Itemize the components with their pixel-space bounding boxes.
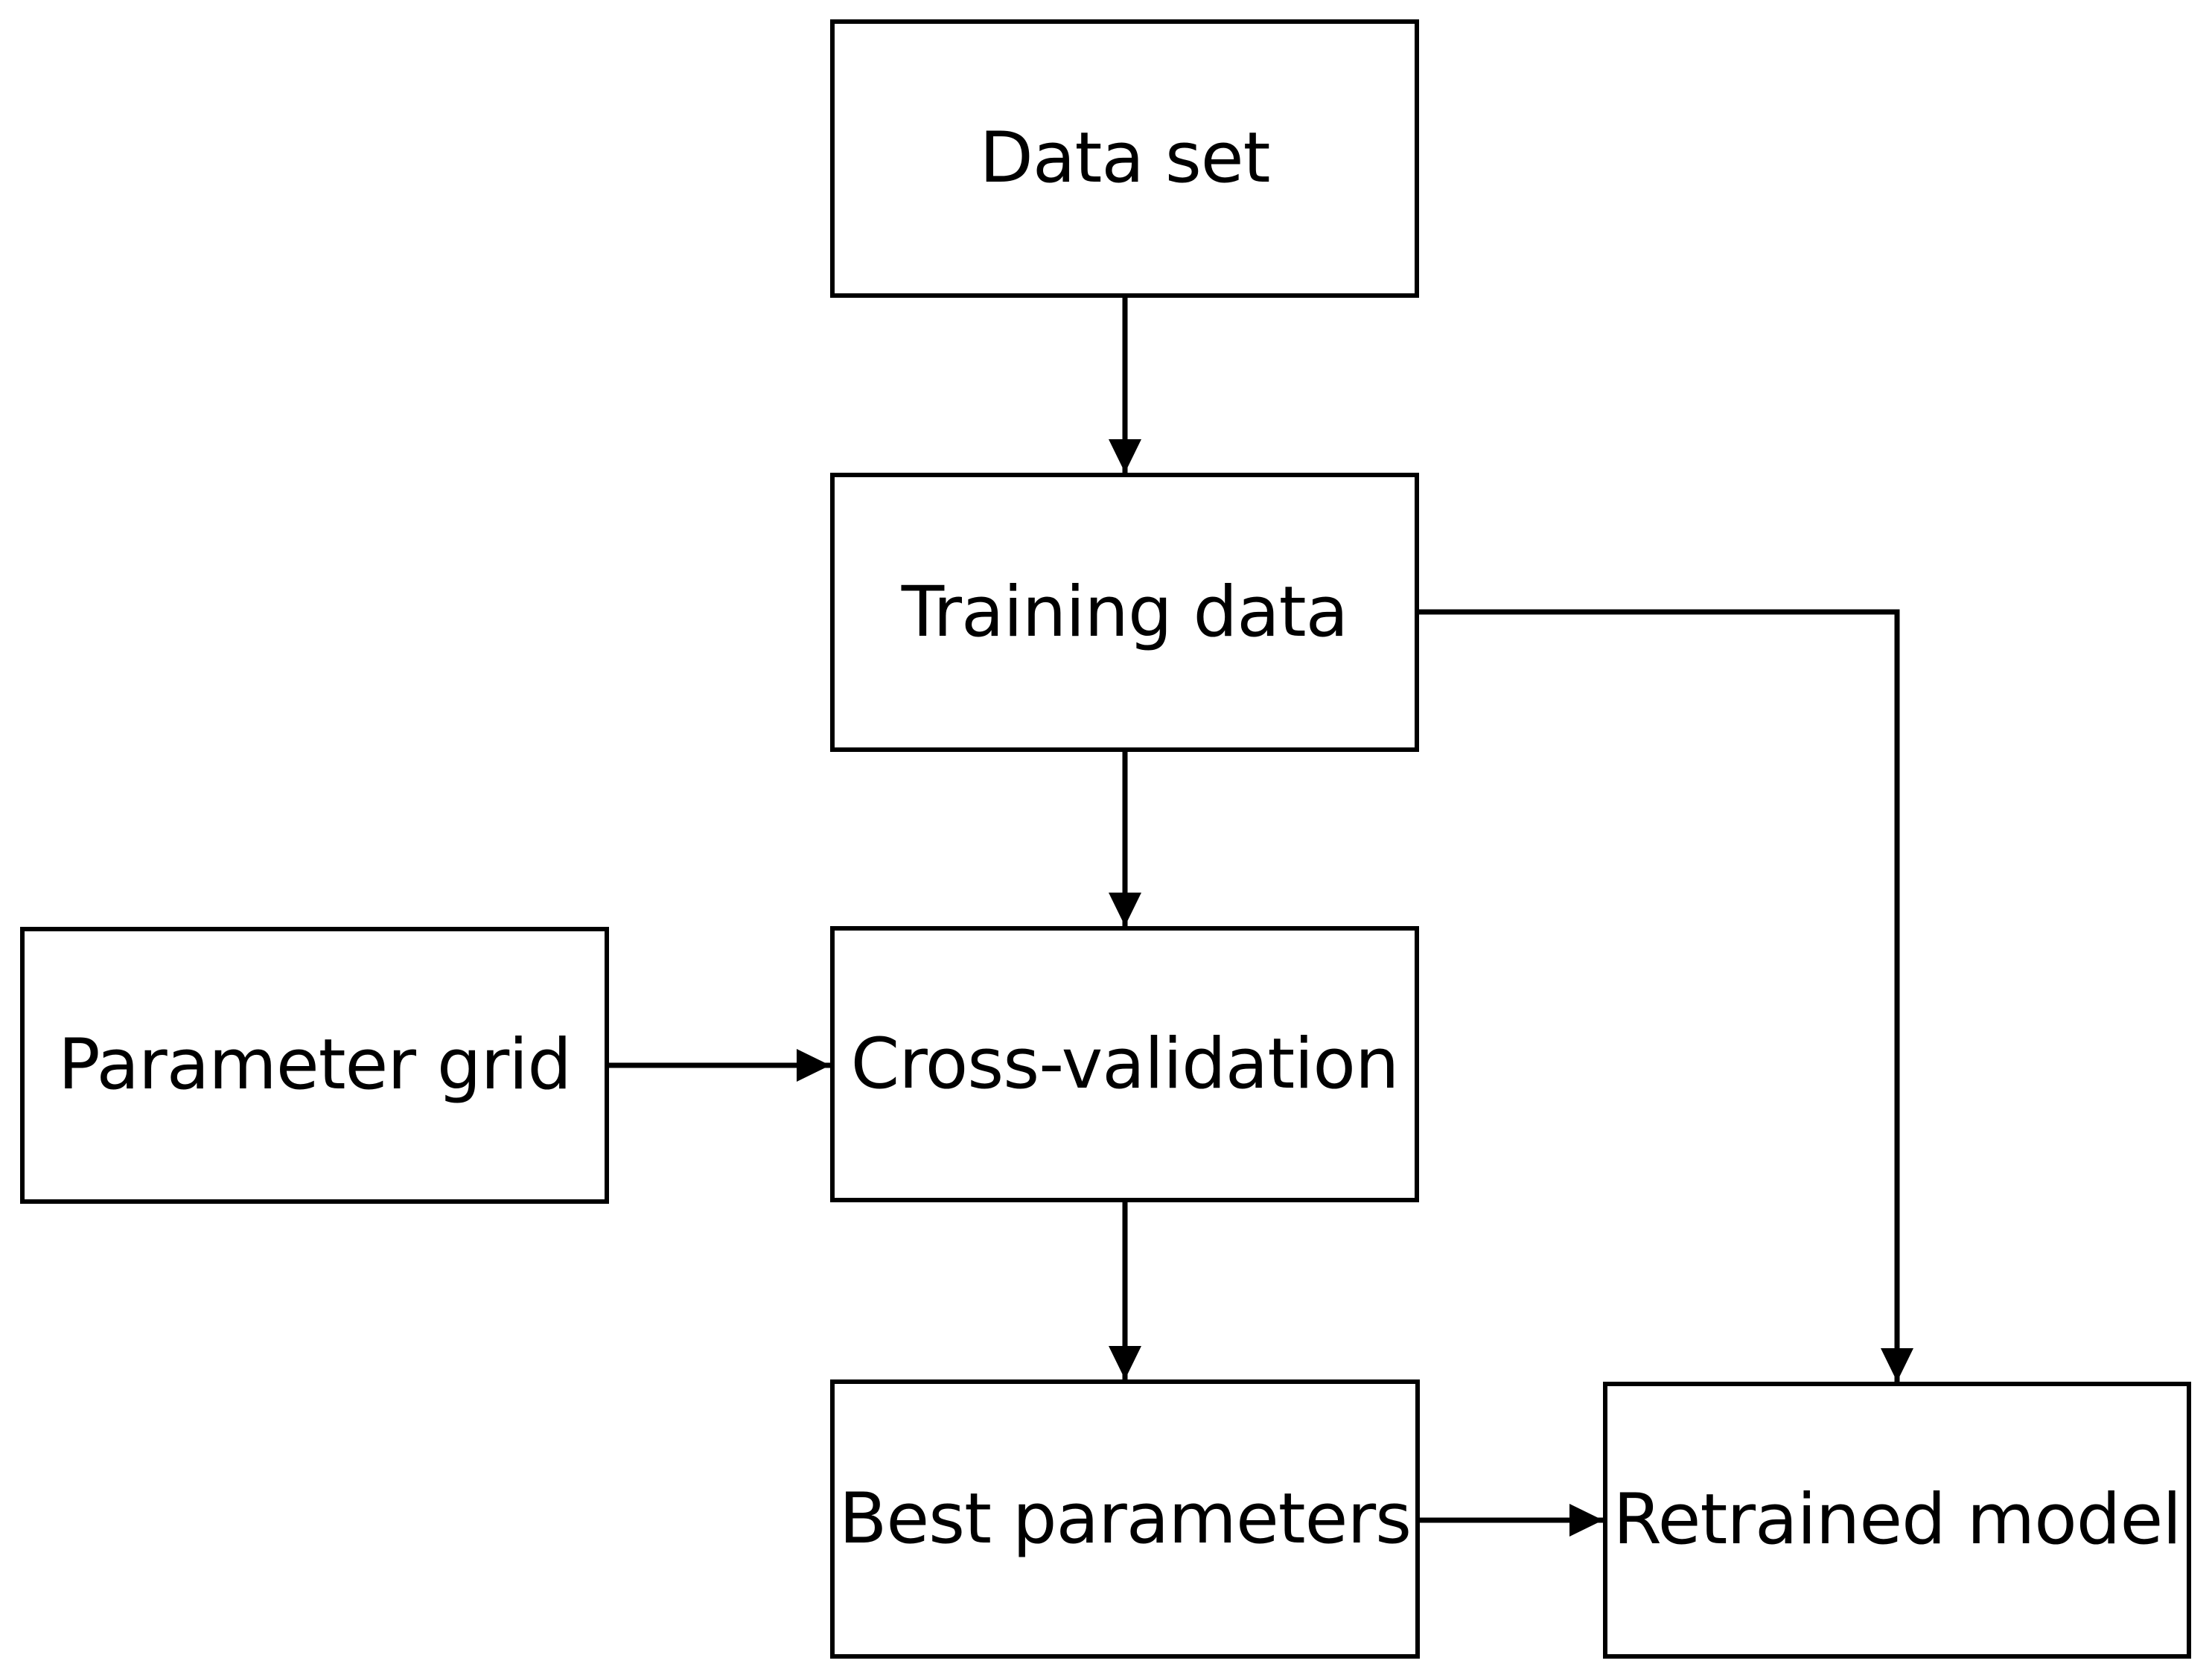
node-training-data-label: Training data [901, 571, 1349, 653]
node-retrained-model-label: Retrained model [1613, 1479, 2182, 1561]
node-retrained-model: Retrained model [1603, 1382, 2191, 1659]
node-best-parameters-label: Best parameters [838, 1478, 1412, 1560]
node-cross-validation: Cross-validation [830, 926, 1419, 1202]
node-training-data: Training data [830, 473, 1419, 752]
edge-training-data-to-retrained-model [1419, 609, 1913, 1382]
node-best-parameters: Best parameters [830, 1379, 1420, 1659]
node-parameter-grid: Parameter grid [20, 927, 609, 1204]
node-data-set-label: Data set [979, 118, 1271, 200]
node-parameter-grid-label: Parameter grid [57, 1024, 572, 1106]
node-data-set: Data set [830, 19, 1419, 298]
node-cross-validation-label: Cross-validation [850, 1023, 1400, 1105]
